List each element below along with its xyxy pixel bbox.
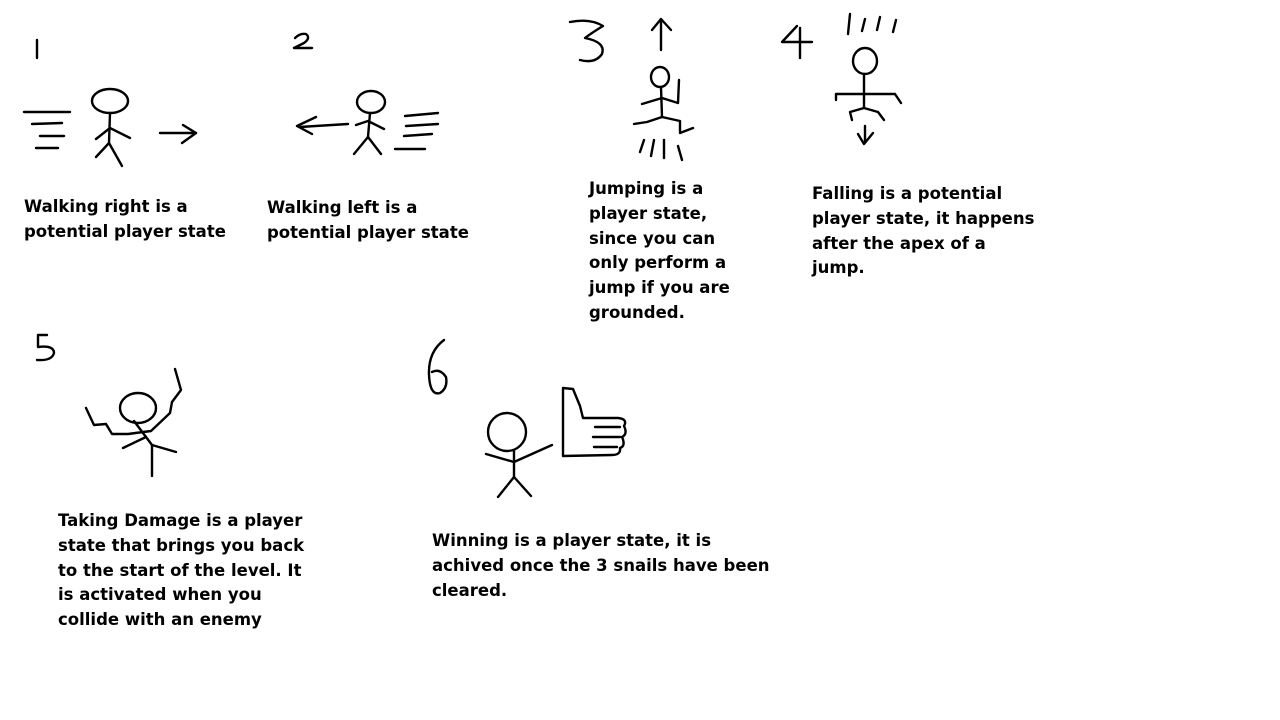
stick-figure-winning: [484, 411, 554, 499]
stick-figure-walking-left: [352, 89, 387, 156]
state-3-caption: Jumping is a player state, since you can…: [589, 179, 730, 322]
number-2: 2: [292, 32, 314, 50]
state-5-caption: Taking Damage is a player state that bri…: [58, 511, 305, 630]
state-1-caption: Walking right is a potential player stat…: [24, 197, 226, 241]
stick-figure-jumping: [632, 65, 695, 135]
state-4-sketch: 4: [780, 12, 903, 146]
state-1-sketch: 1: [22, 38, 198, 168]
number-6: 6: [427, 338, 448, 395]
state-4-caption: Falling is a potential player state, it …: [812, 184, 1035, 278]
fall-lines: [846, 12, 898, 36]
number-3: 3: [568, 19, 605, 63]
thumbs-up-icon: [561, 386, 627, 458]
speed-lines-left: [22, 110, 72, 150]
number-5: 5: [35, 333, 56, 362]
stick-figure-walking-right: [90, 87, 132, 168]
left-arrow-icon: [295, 115, 350, 136]
state-6-sketch: 6: [427, 338, 627, 499]
state-6-caption: Winning is a player state, it is achived…: [432, 531, 770, 600]
state-5-sketch: 5: [35, 333, 183, 478]
state-2-sketch: 2: [292, 32, 440, 156]
speed-lines-right: [393, 111, 440, 151]
dust-lines: [638, 138, 684, 162]
state-2-caption: Walking left is a potential player state: [267, 198, 469, 242]
state-3-sketch: 3: [568, 17, 695, 162]
number-4: 4: [780, 24, 814, 60]
right-arrow-icon: [158, 123, 198, 145]
down-arrow-icon: [856, 124, 875, 146]
stick-figure-falling: [834, 46, 903, 122]
up-arrow-icon: [650, 17, 673, 52]
stick-figure-damaged: [84, 367, 183, 478]
